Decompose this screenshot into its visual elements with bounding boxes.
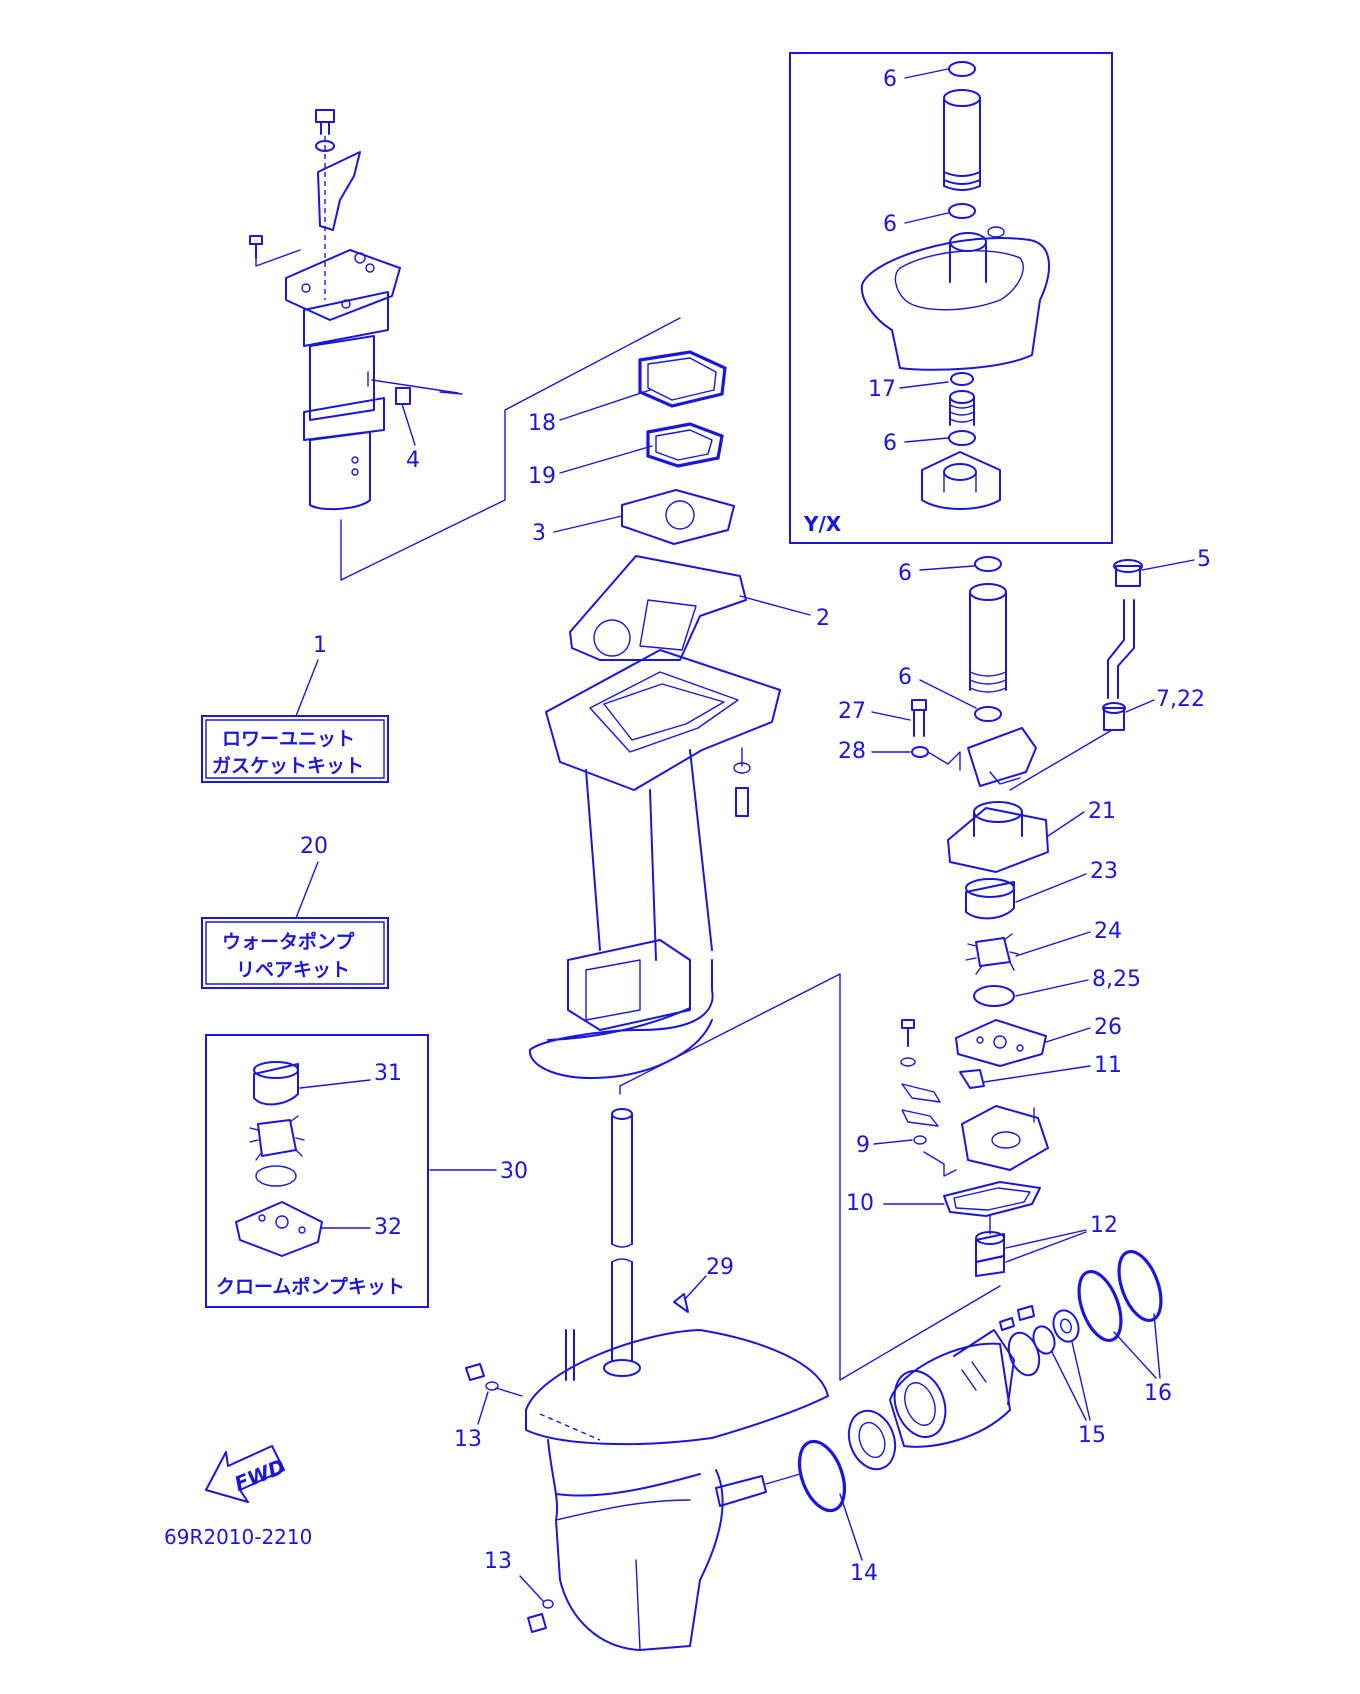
callout-31: 31 xyxy=(374,1061,402,1086)
callout-6: 6 xyxy=(883,431,897,456)
drawing-code: 69R2010-2210 xyxy=(164,1525,312,1549)
lower-casing-assembly: 29 13 13 xyxy=(454,973,1001,1651)
gasket-stack: 18 19 3 2 xyxy=(528,350,830,661)
callout-5: 5 xyxy=(1197,547,1211,572)
callout-8-25: 8,25 xyxy=(1092,967,1141,992)
callout-3: 3 xyxy=(532,521,546,546)
kit-label-line2: ガスケットキット xyxy=(212,755,364,777)
callout-21: 21 xyxy=(1088,799,1116,824)
callout-1: 1 xyxy=(313,633,327,658)
callout-14: 14 xyxy=(850,1561,878,1586)
callout-2: 2 xyxy=(816,606,830,631)
callout-15: 15 xyxy=(1078,1423,1106,1448)
callout-20: 20 xyxy=(300,834,328,859)
callout-11: 11 xyxy=(1094,1053,1122,1078)
kit-lower-unit-gasket: 1 ロワーユニット ガスケットキット xyxy=(201,633,389,783)
callout-6: 6 xyxy=(898,561,912,586)
callout-12: 12 xyxy=(1090,1213,1118,1238)
kit-label-line1: ロワーユニット xyxy=(222,728,355,750)
callout-9: 9 xyxy=(856,1133,870,1158)
callout-4: 4 xyxy=(406,448,420,473)
callout-16: 16 xyxy=(1144,1381,1172,1406)
callout-32: 32 xyxy=(374,1215,402,1240)
kit-chrome-pump: 31 32 30 クロームポンプキット xyxy=(205,1034,528,1308)
callout-30: 30 xyxy=(500,1159,528,1184)
callout-28: 28 xyxy=(838,739,866,764)
water-pump-components: 6 6 5 7,22 27 28 21 xyxy=(838,547,1211,1277)
callout-29: 29 xyxy=(706,1255,734,1280)
callout-13: 13 xyxy=(454,1427,482,1452)
variant-label: Y/X xyxy=(803,512,842,536)
callout-17: 17 xyxy=(868,377,896,402)
callout-27: 27 xyxy=(838,699,866,724)
callout-6: 6 xyxy=(898,665,912,690)
kit-label: クロームポンプキット xyxy=(216,1275,405,1298)
propeller-shaft-housing: 14 15 16 xyxy=(797,1250,1172,1586)
upper-casing-assembly: 4 xyxy=(249,109,681,581)
callout-6: 6 xyxy=(883,67,897,92)
callout-13: 13 xyxy=(484,1549,512,1574)
callout-7-22: 7,22 xyxy=(1156,687,1205,712)
yx-variant-inset: 6 6 17 6 Y/X xyxy=(789,52,1113,544)
kit-water-pump-repair: 20 ウォータポンプ リペアキット xyxy=(201,834,389,989)
drive-shaft-housing xyxy=(528,649,781,1079)
callout-6: 6 xyxy=(883,212,897,237)
callout-19: 19 xyxy=(528,464,556,489)
callout-18: 18 xyxy=(528,411,556,436)
fwd-arrow: FWD xyxy=(205,1445,289,1503)
callout-24: 24 xyxy=(1094,919,1122,944)
callout-23: 23 xyxy=(1090,859,1118,884)
kit-label-line2: リペアキット xyxy=(236,959,350,981)
callout-26: 26 xyxy=(1094,1015,1122,1040)
kit-label-line1: ウォータポンプ xyxy=(222,930,355,953)
callout-10: 10 xyxy=(846,1191,874,1216)
